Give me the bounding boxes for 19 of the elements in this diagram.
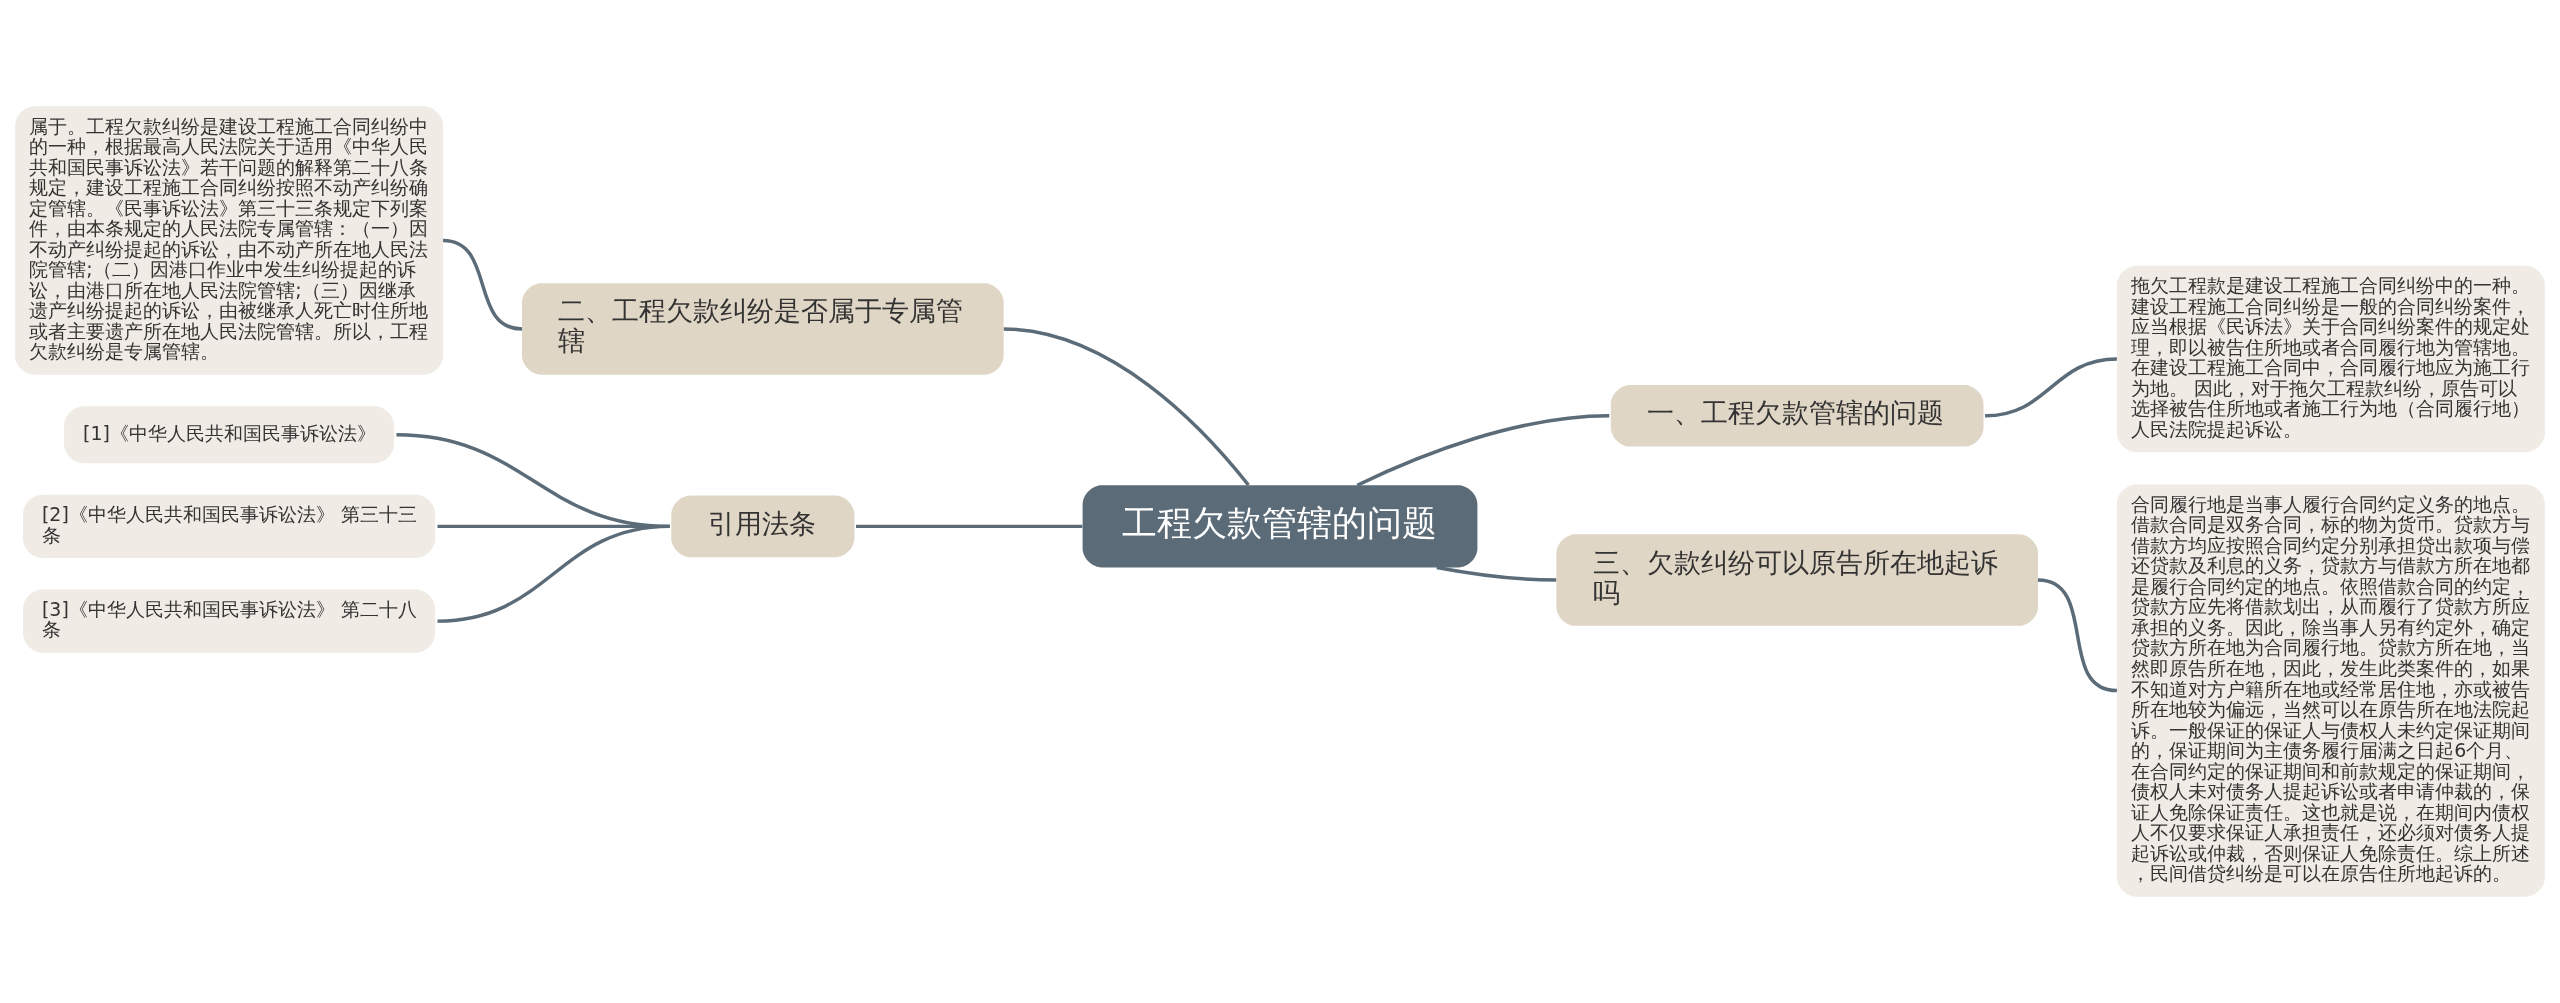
connector	[437, 524, 670, 623]
node-box: 合同履行地是当事人履行合同约定义务的地点。借款合同是双务合同，标的物为货币。贷款方与借款方均应按照合同约定分别承担贷出款项与偿还贷款及利息的义务，贷款方与借款方所在地都是履行合同约定的地点。依照借款合同的约定，贷款方应先将借款划出，从而履行了贷款方所应承担的义务。因此，除当事人另有约定外，确定贷款方所在地为合同履行地。贷款方所在地，当然即原告所在地，因此，发生此类案件的，如果不知道对方户籍所在地或经常居住地，亦或被告所在地较为偏远，当然可以在原告所在地法院起诉。一般保证的保证人与债权人未约定保证期间的，保证期间为主债务履行届满之日起6个月、在合同约定的保证期间和前款规定的保证期间，债权人未对债务人提起诉讼或者申请仲裁的，保证人免除保证责任。这也就是说，在期间内债权人不仅要求保证人承担责任，还必须对债务人提起诉讼或仲裁，否则保证人免除责任。综上所述，民间借贷纠纷是可以在原告住所地起诉的。	[2116, 484, 2545, 897]
connector	[1356, 414, 1610, 487]
node-box: [3]《中华人民共和国民事诉讼法》 第二十八条	[23, 589, 436, 653]
node-box: [1]《中华人民共和国民事诉讼法》	[64, 406, 395, 464]
connector	[1436, 565, 1557, 582]
node-box: 工程欠款管辖的问题	[1082, 485, 1478, 568]
node-box: 引用法条	[671, 495, 855, 558]
connector	[1984, 357, 2118, 418]
node-box: [2]《中华人民共和国民事诉讼法》 第三十三条	[23, 494, 436, 558]
connector	[856, 524, 1083, 529]
node-box: 属于。工程欠款纠纷是建设工程施工合同纠纷中的一种，根据最高人民法院关于适用《中华人民共和国民事诉讼法》若干问题的解释第二十八条规定，建设工程施工合同纠纷按照不动产纠纷确定管辖。《民事诉讼法》第三十三条规定下列案件，由本条规定的人民法院专属管辖：（一）因不动产纠纷提起的诉讼，由不动产所在地人民法院管辖;（二）因港口作业中发生纠纷提起的诉讼，由港口所在地人民法院管辖;（三）因继承遗产纠纷提起的诉讼，由被继承人死亡时住所地或者主要遗产所在地人民法院管辖。所以，工程欠款纠纷是专属管辖。	[15, 106, 444, 375]
connector	[2037, 578, 2118, 693]
connector	[1003, 327, 1250, 487]
node-box: 二、工程欠款纠纷是否属于专属管辖	[522, 283, 1004, 375]
node-box: 一、工程欠款管辖的问题	[1610, 385, 1984, 447]
connector	[442, 238, 523, 331]
node-box: 三、欠款纠纷可以原告所在地起诉吗	[1556, 534, 2038, 626]
node-box: 拖欠工程款是建设工程施工合同纠纷中的一种。建设工程施工合同纠纷是一般的合同纠纷案件，应当根据《民诉法》关于合同纠纷案件的规定处理，即以被告住所地或者合同履行地为管辖地。在建设工程施工合同中，合同履行地应为施工行为地。 因此，对于拖欠工程款纠纷，原告可以选择被告住所地或者施工行为地（合同履行地）人民法院提起诉讼。	[2116, 265, 2545, 453]
